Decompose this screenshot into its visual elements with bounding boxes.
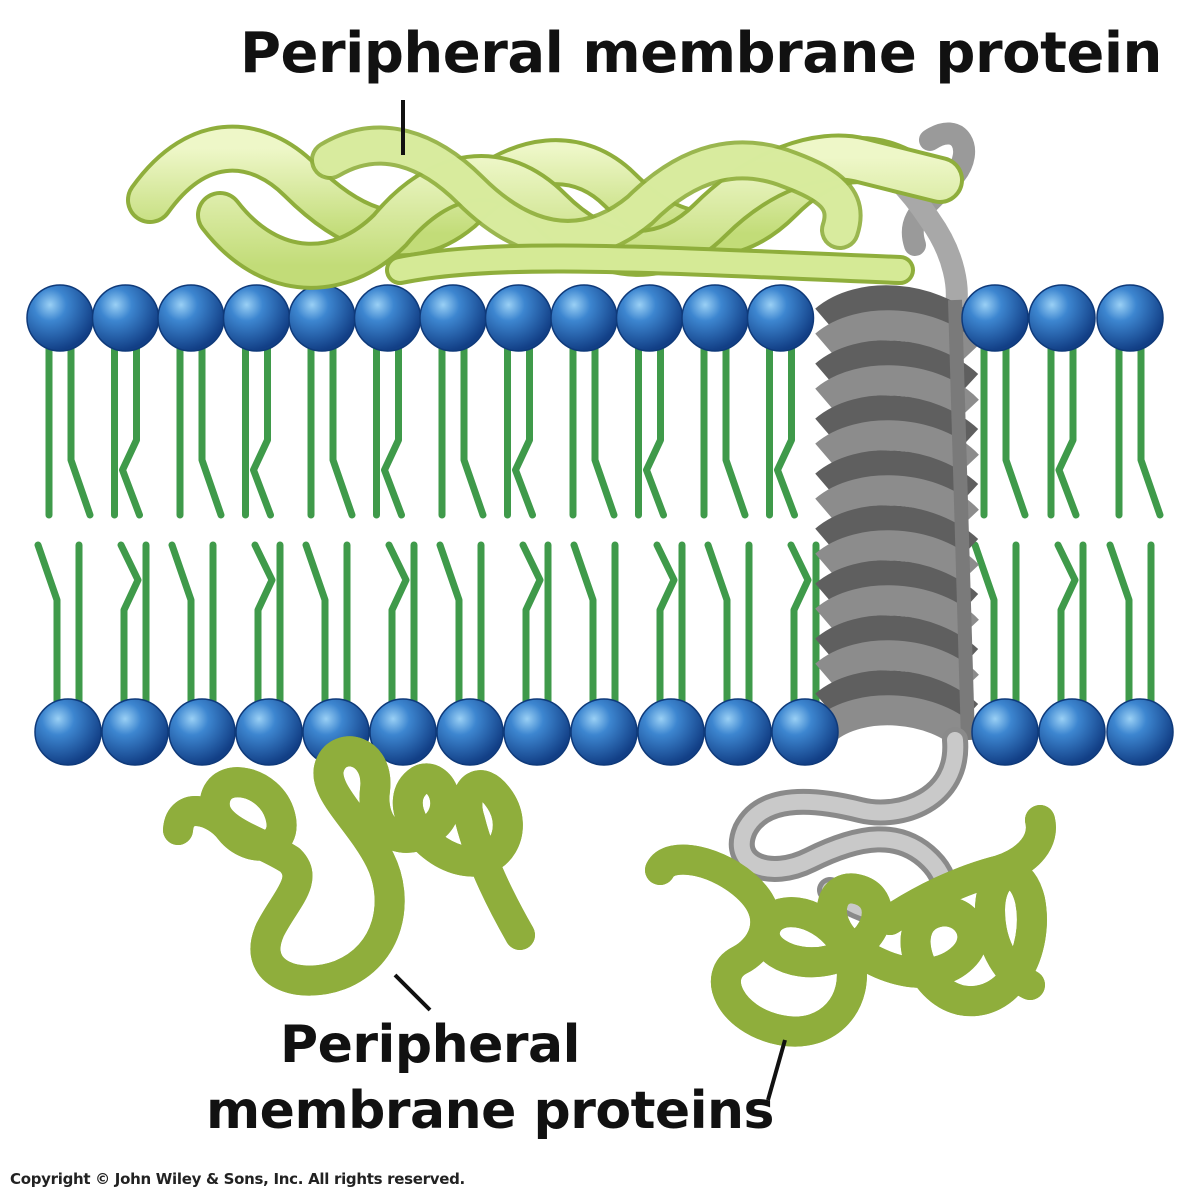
phospholipid-head	[1106, 698, 1174, 766]
phospholipid-head	[1038, 698, 1106, 766]
phospholipid-head	[503, 698, 571, 766]
helix-turn-front	[815, 585, 979, 641]
fatty-acid-tail-kinked	[512, 326, 536, 519]
fatty-acid-tail-kinked	[787, 541, 812, 734]
fatty-acid-tail-kinked	[117, 541, 142, 734]
fatty-acid-tail-kinked	[251, 541, 276, 734]
fatty-acid-tail-kinked	[198, 326, 225, 519]
globular-peripheral-protein-left	[163, 751, 535, 980]
phospholipid-head	[34, 698, 102, 766]
label-bottom-line2: membrane proteins	[206, 1081, 775, 1141]
phospholipid-head	[288, 284, 356, 352]
phospholipid-head	[419, 284, 487, 352]
phospholipid-heads	[26, 284, 1174, 766]
fatty-acid-tail-kinked	[1054, 541, 1079, 734]
phospholipid-head	[157, 284, 225, 352]
fatty-acid-tail-kinked	[329, 326, 356, 519]
phospholipid-head	[101, 698, 169, 766]
phospholipid-head	[771, 698, 839, 766]
fatty-acid-tail-kinked	[591, 326, 618, 519]
fatty-acid-tail-kinked	[385, 541, 410, 734]
fatty-acid-tail-kinked	[302, 541, 329, 734]
fatty-acid-tail-kinked	[34, 541, 61, 734]
phospholipid-head	[168, 698, 236, 766]
fatty-acid-tail-kinked	[1055, 326, 1080, 519]
phospholipid-head	[436, 698, 504, 766]
fatty-acid-tail-kinked	[168, 541, 195, 734]
globular-peripheral-protein-right	[645, 805, 1041, 1032]
fatty-acid-tail-kinked	[774, 326, 798, 519]
label-peripheral-membrane-proteins: Peripheral membrane proteins	[200, 1012, 780, 1144]
phospholipid-head	[484, 284, 553, 352]
leader-line-bottom-right	[766, 1039, 787, 1101]
phospholipid-head	[746, 284, 815, 352]
fatty-acid-tail-kinked	[704, 541, 731, 734]
coiled-coil-peripheral-protein	[126, 124, 964, 290]
phospholipid-head	[961, 284, 1029, 352]
label-peripheral-membrane-protein: Peripheral membrane protein	[240, 21, 1162, 86]
fatty-acid-tail-kinked	[436, 541, 463, 734]
label-bottom-line1: Peripheral	[280, 1015, 580, 1075]
fatty-acid-tail-kinked	[570, 541, 597, 734]
copyright-notice: Copyright © John Wiley & Sons, Inc. All …	[10, 1170, 465, 1188]
fatty-acid-tail-kinked	[519, 541, 544, 734]
helix-turn-front	[815, 530, 979, 586]
fatty-acid-tail-kinked	[381, 326, 405, 519]
fatty-acid-tail-kinked	[1106, 541, 1133, 734]
phospholipid-head	[570, 698, 638, 766]
fatty-acid-tail-kinked	[653, 541, 678, 734]
phospholipid-head	[235, 698, 303, 766]
phospholipid-head	[1028, 284, 1096, 352]
helix-edge	[948, 299, 975, 741]
phospholipid-head	[369, 698, 437, 766]
phospholipid-head	[1096, 284, 1164, 352]
fatty-acid-tail-kinked	[250, 326, 274, 519]
fatty-acid-tail-kinked	[119, 326, 143, 519]
phospholipid-head	[615, 284, 684, 352]
leader-line-bottom-left	[393, 973, 432, 1012]
phospholipid-head	[222, 284, 291, 352]
fatty-acid-tails	[34, 326, 1164, 734]
phospholipid-head	[353, 284, 422, 352]
fatty-acid-tail-kinked	[1002, 326, 1029, 519]
fatty-acid-tail-kinked	[460, 326, 487, 519]
helix-turn-back	[815, 670, 979, 727]
fatty-acid-tail-kinked	[67, 326, 94, 519]
helix-turn-back	[815, 560, 979, 617]
phospholipid-head	[26, 284, 94, 352]
phospholipid-head	[637, 698, 705, 766]
fatty-acid-tail-kinked	[643, 326, 667, 519]
phospholipid-head	[91, 284, 160, 352]
phospholipid-head	[681, 284, 749, 352]
fatty-acid-tail-kinked	[1137, 326, 1164, 519]
fatty-acid-tail-kinked	[971, 541, 998, 734]
helix-turn-front	[815, 640, 979, 696]
helix-turn-back	[815, 505, 979, 562]
fatty-acid-tail-kinked	[722, 326, 749, 519]
phospholipid-head	[971, 698, 1039, 766]
phospholipid-head	[550, 284, 618, 352]
helix-turn-back	[815, 615, 979, 672]
phospholipid-head	[704, 698, 772, 766]
